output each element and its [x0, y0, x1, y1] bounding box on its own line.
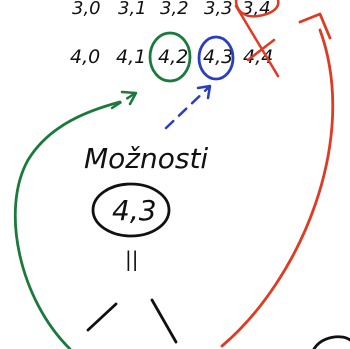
bottom-cell-0: 4,0 [70, 46, 100, 68]
partial-arc [312, 335, 350, 349]
green-circle-mark [148, 31, 192, 83]
green-curve-arrow [13, 100, 122, 349]
branch-left [86, 302, 118, 332]
bottom-cell-4: 4,4 [243, 46, 273, 68]
red-curve-arrow [220, 28, 335, 348]
green-dashed-arrow [110, 92, 136, 110]
blue-circle-mark [197, 35, 235, 81]
branch-right [150, 298, 178, 344]
top-row: 3,0 3,1 3,2 3,3 3,4 [72, 0, 271, 19]
blue-arrowhead-icon [196, 84, 212, 100]
top-cell-0: 3,0 [72, 0, 101, 19]
bottom-row: 4,0 4,1 4,2 4,3 4,4 [70, 46, 273, 68]
stem-mark: || [125, 247, 138, 271]
green-arrowhead-icon [120, 90, 138, 106]
top-cell-1: 3,1 [118, 0, 147, 19]
bottom-cell-1: 4,1 [116, 46, 146, 68]
red-cross-mark [234, 4, 280, 78]
center-circle [91, 182, 171, 238]
red-arrowhead-icon [298, 12, 332, 40]
center-value: 4,3 [112, 194, 157, 227]
blue-dashed-arrow [164, 86, 210, 130]
top-cell-2: 3,2 [160, 0, 189, 19]
bottom-cell-3: 4,3 [203, 46, 233, 68]
top-cell-3: 3,3 [204, 0, 233, 19]
possibilities-label: Možnosti [84, 142, 208, 175]
bottom-cell-2: 4,2 [158, 46, 188, 68]
